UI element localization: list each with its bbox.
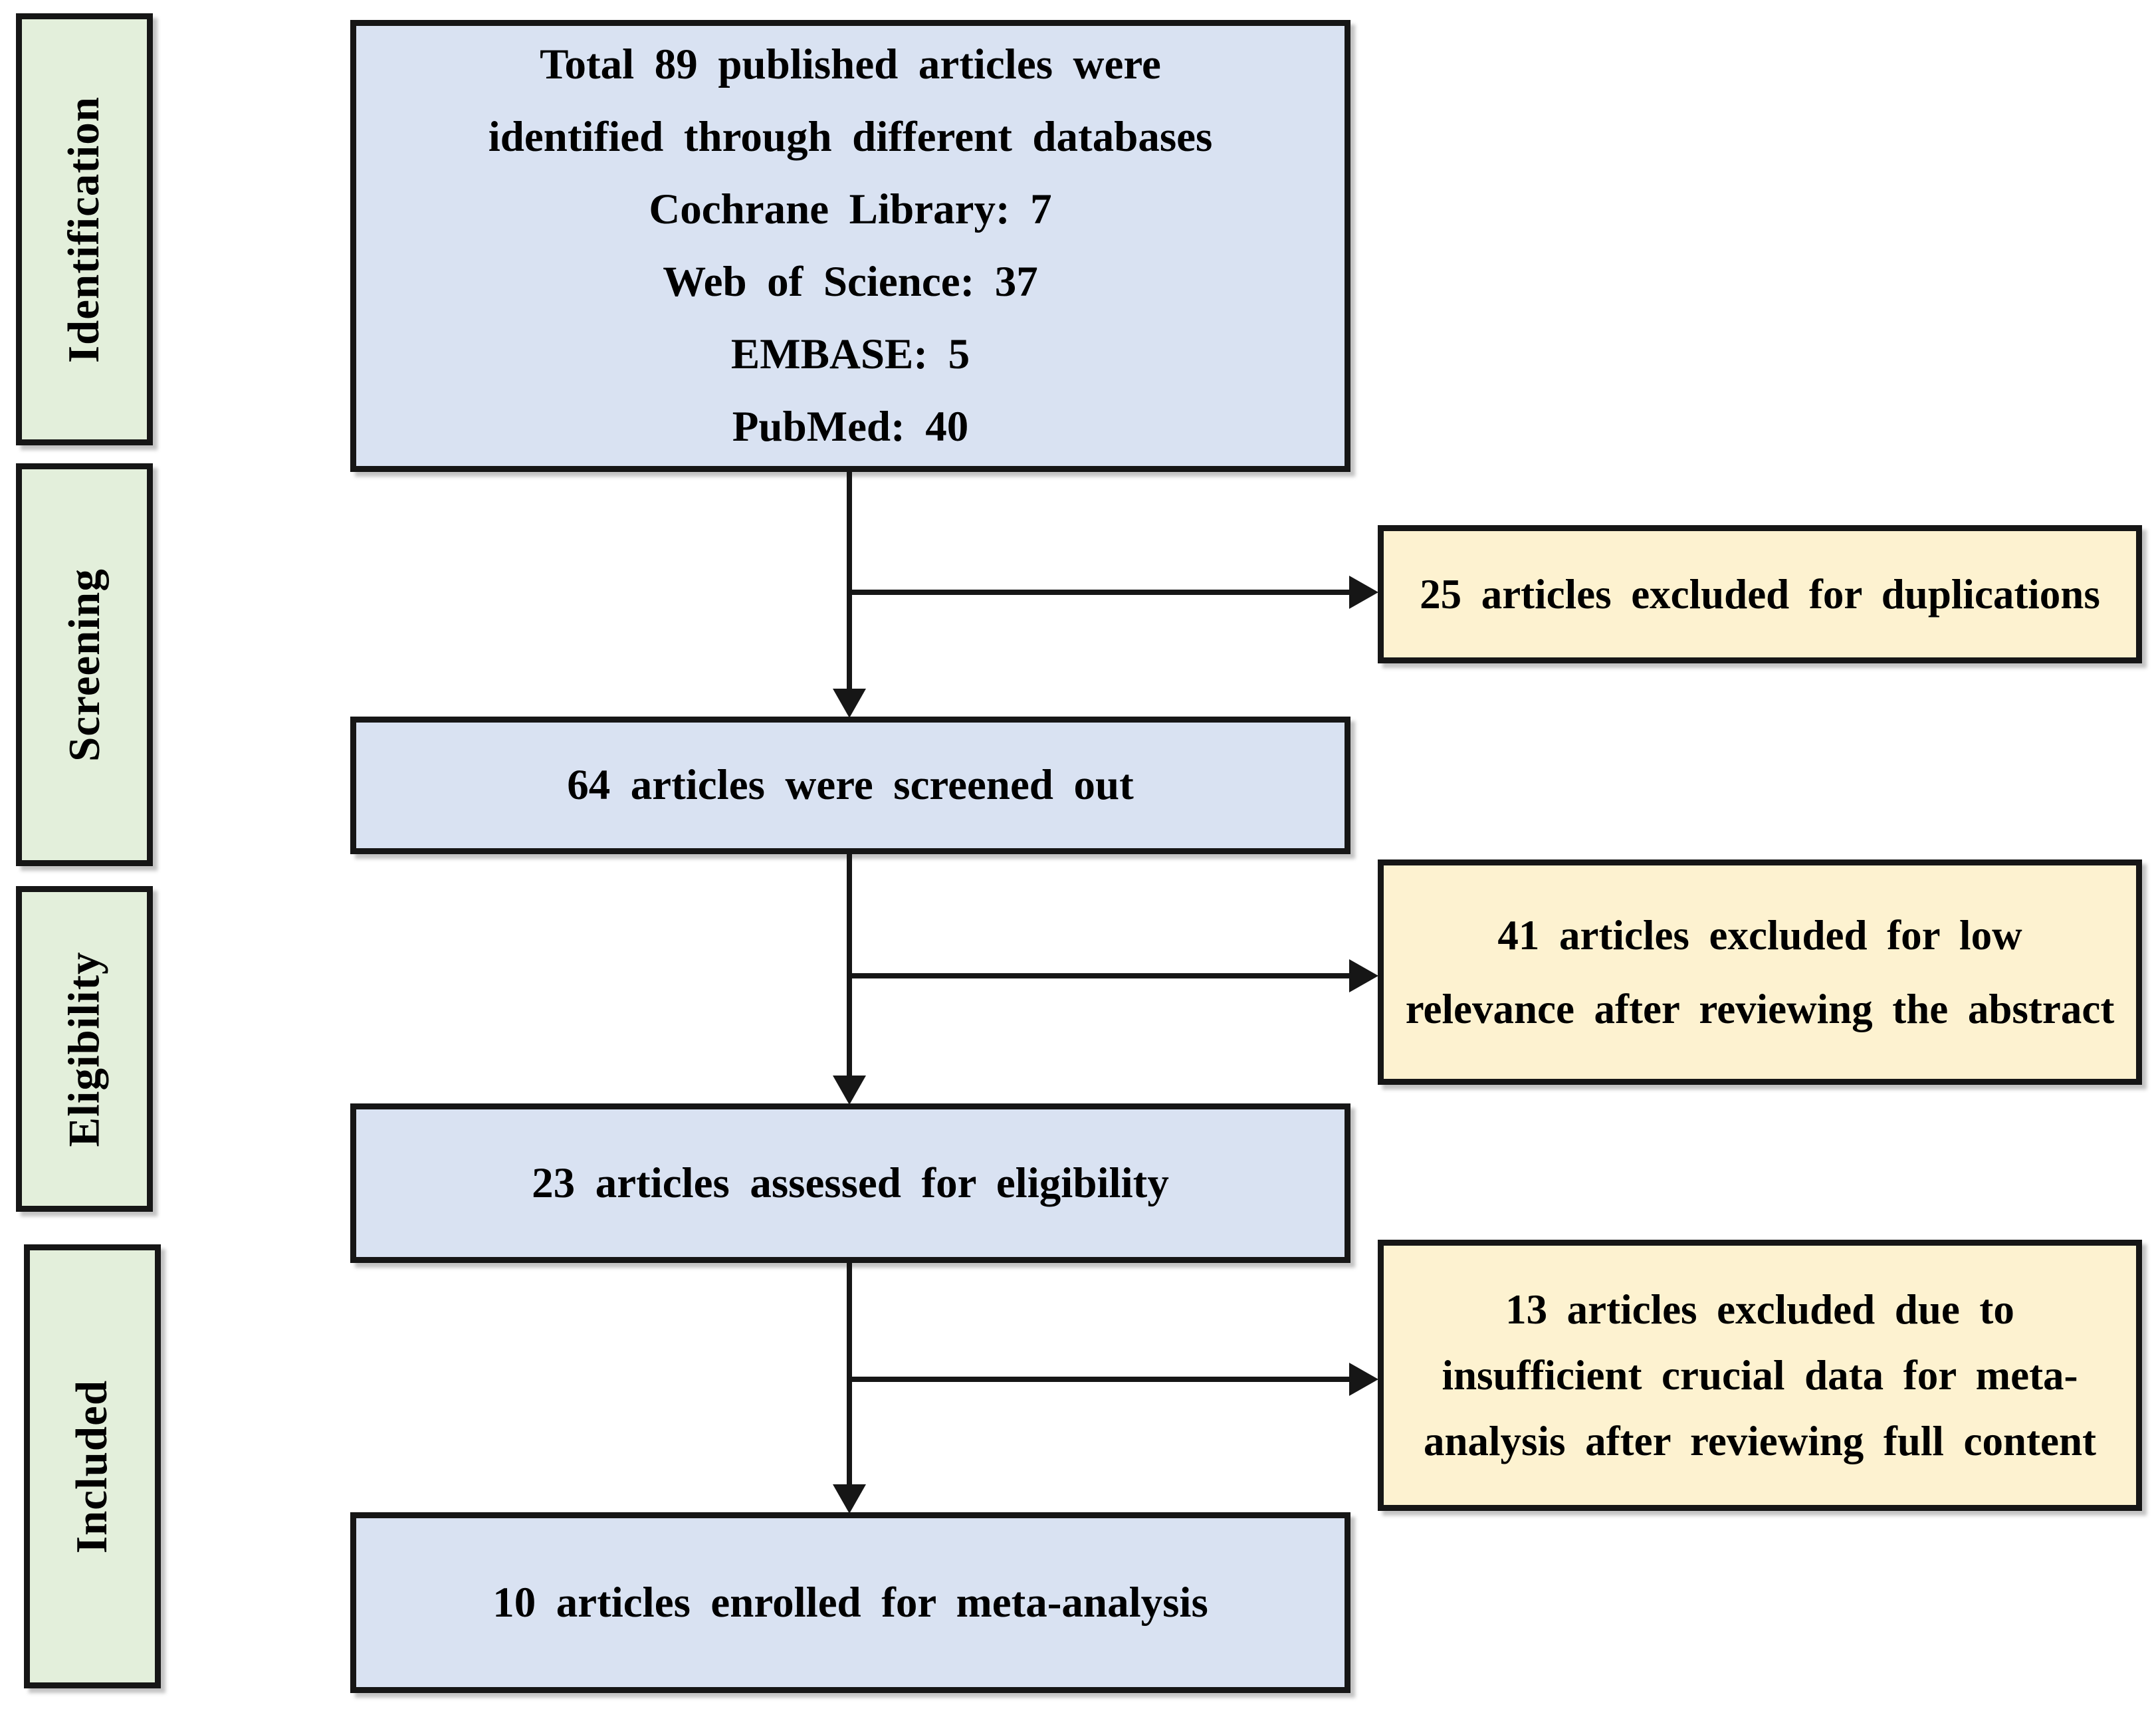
connector-screened-to-eligibility xyxy=(847,854,852,1081)
connector-identified-to-screened xyxy=(847,472,852,695)
excluded-duplications-box: 25 articles excluded for duplications xyxy=(1378,525,2142,663)
identified-line-pubmed: PubMed: 40 xyxy=(732,403,969,451)
stage-box-identification: Identification xyxy=(16,13,153,445)
arrowhead-right-icon xyxy=(1349,576,1378,609)
excluded-low-relevance-box: 41 articles excluded for low relevance a… xyxy=(1378,859,2142,1085)
excluded-insufficient-data-text: 13 articles excluded due to insufficient… xyxy=(1423,1286,2097,1464)
stage-label-screening: Screening xyxy=(59,568,109,762)
records-identified-box: Total 89 published articles were identif… xyxy=(350,20,1350,472)
stage-box-eligibility: Eligibility xyxy=(16,886,153,1212)
stage-box-included: Included xyxy=(24,1244,161,1688)
excluded-low-relevance-text: 41 articles excluded for low relevance a… xyxy=(1405,911,2115,1032)
arrowhead-down-icon xyxy=(833,1484,866,1514)
records-eligibility-text: 23 articles assessed for eligibility xyxy=(532,1159,1169,1207)
identified-line-databases: identified through different databases xyxy=(488,113,1213,161)
identified-line-wos: Web of Science: 37 xyxy=(663,258,1038,306)
identified-line-total: Total 89 published articles were xyxy=(540,41,1161,88)
identified-line-cochrane: Cochrane Library: 7 xyxy=(649,185,1052,233)
arrowhead-right-icon xyxy=(1349,959,1378,992)
stage-label-eligibility: Eligibility xyxy=(59,951,109,1147)
excluded-insufficient-data-box: 13 articles excluded due to insufficient… xyxy=(1378,1240,2142,1511)
records-screened-box: 64 articles were screened out xyxy=(350,717,1350,854)
identified-line-embase: EMBASE: 5 xyxy=(730,330,970,378)
connector-eligibility-to-included xyxy=(847,1263,852,1490)
records-eligibility-box: 23 articles assessed for eligibility xyxy=(350,1103,1350,1263)
connector-to-duplications xyxy=(847,590,1353,595)
records-included-text: 10 articles enrolled for meta-analysis xyxy=(492,1578,1208,1627)
arrowhead-down-icon xyxy=(833,689,866,718)
arrowhead-down-icon xyxy=(833,1076,866,1105)
records-identified-text: Total 89 published articles were identif… xyxy=(356,29,1345,463)
excluded-duplications-text: 25 articles excluded for duplications xyxy=(1420,570,2100,618)
stage-label-included: Included xyxy=(67,1379,117,1553)
connector-to-insufficient-data xyxy=(847,1377,1353,1382)
stage-box-screening: Screening xyxy=(16,463,153,866)
stage-label-identification: Identification xyxy=(59,96,109,363)
connector-to-low-relevance xyxy=(847,973,1353,978)
records-screened-text: 64 articles were screened out xyxy=(567,761,1134,809)
arrowhead-right-icon xyxy=(1349,1363,1378,1396)
records-included-box: 10 articles enrolled for meta-analysis xyxy=(350,1512,1350,1693)
